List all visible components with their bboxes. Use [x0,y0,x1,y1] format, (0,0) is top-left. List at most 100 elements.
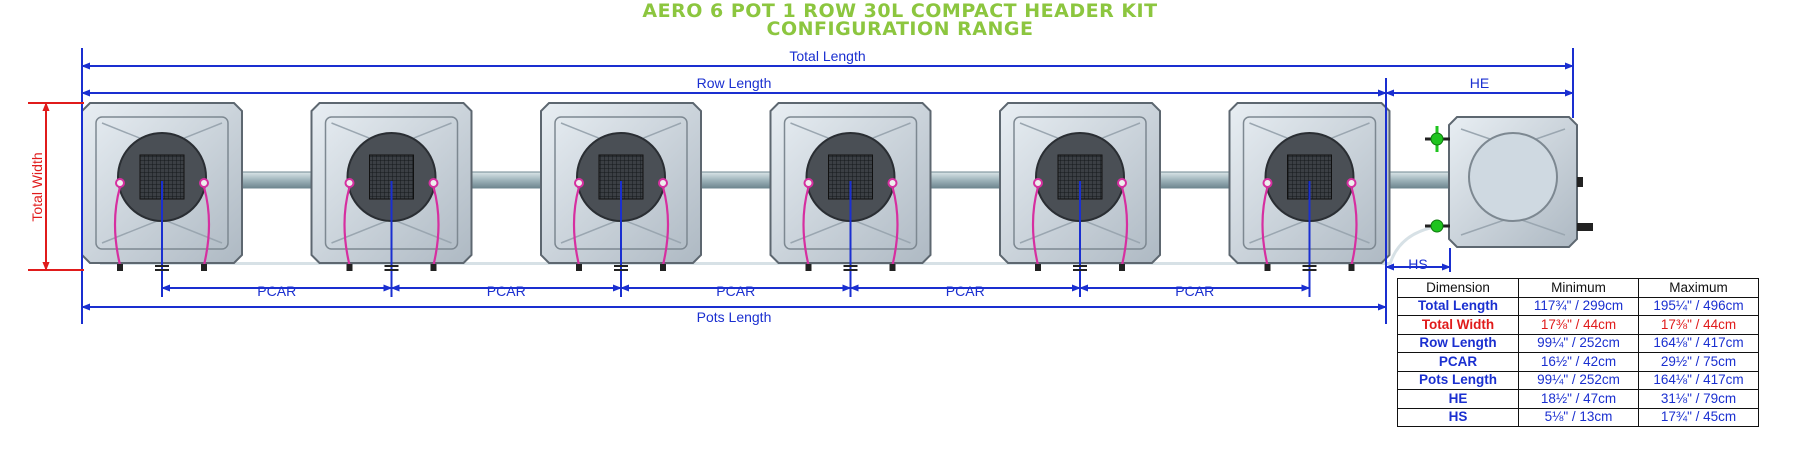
drip-ring-left [344,178,355,188]
drain-valve-icon [1430,219,1444,233]
pot [81,102,243,297]
drip-ring-left [574,178,584,188]
drip-line-right [1350,186,1358,266]
return-line [100,262,1390,265]
drip-stake-right [430,264,437,271]
pot-spacing-label: PCAR [257,283,297,299]
pot [769,102,932,297]
pot-spacing-label: PCAR [716,283,756,299]
drip-ring-right [428,178,439,188]
header-tank [1425,116,1593,248]
table-cell-minimum: 18½" / 47cm [1518,389,1639,409]
drip-ring-right [1346,178,1357,188]
table-cell-maximum: 29½" / 75cm [1638,352,1759,372]
drip-stake-left [805,264,812,271]
drip-ring-right [1117,178,1127,188]
drip-line-left [113,186,122,266]
table-cell-dimension: HS [1397,407,1519,427]
drip-ring-left [803,178,814,188]
table-cell-maximum: 17⅜" / 44cm [1638,315,1759,335]
drip-stake-right [1119,264,1125,271]
table-header-dimension: Dimension [1397,278,1519,298]
table-header-row: Dimension Minimum Maximum [1397,278,1759,298]
table-cell-maximum: 164⅛" / 417cm [1638,370,1759,390]
drip-stake-right [889,264,896,271]
pot-spacing-label: PCAR [486,283,526,299]
drip-line-left [343,186,351,266]
dimension-lines [28,48,1574,324]
table-cell-minimum: 117¾" / 299cm [1518,296,1639,316]
pot-spacing-label: PCAR [945,283,985,299]
drip-line-right [1120,186,1129,266]
table-cell-maximum: 31⅛" / 79cm [1638,389,1759,409]
header-spacing-label: HS [1408,256,1428,272]
diagram-title-line-1: AERO 6 POT 1 ROW 30L COMPACT HEADER KIT [642,0,1158,22]
table-cell-dimension: Row Length [1397,333,1519,353]
drip-ring-right [887,178,898,188]
table-cell-dimension: Total Width [1397,315,1519,335]
table-cell-maximum: 164⅛" / 417cm [1638,333,1759,353]
table-header-minimum: Minimum [1518,278,1639,298]
drip-stake-left [576,264,582,271]
table-cell-minimum: 5⅛" / 13cm [1518,407,1639,427]
drip-stake-right [201,264,207,271]
table-cell-dimension: HE [1397,389,1519,409]
pot [1228,102,1391,297]
header-lid [1468,132,1558,222]
drip-line-left [572,186,581,266]
table-cell-dimension: Total Length [1397,296,1519,316]
drip-stake-right [660,264,666,271]
drip-ring-right [199,178,209,188]
pot [540,102,702,297]
drip-ring-right [658,178,668,188]
drip-line-right [202,186,211,266]
total-width-label: Total Width [29,152,45,222]
table-cell-minimum: 99¼" / 252cm [1518,333,1639,353]
table-cell-dimension: PCAR [1397,352,1519,372]
table-header-maximum: Maximum [1638,278,1759,298]
valve-icon [1430,132,1444,146]
header-outlet [1577,223,1593,231]
drip-line-right [661,186,670,266]
table-cell-maximum: 195¼" / 496cm [1638,296,1759,316]
table-cell-minimum: 99¼" / 252cm [1518,370,1639,390]
row-length-label: Row Length [696,75,772,91]
drip-stake-left [117,264,123,271]
drip-line-left [1031,186,1040,266]
drip-stake-left [1264,264,1271,271]
pot [310,102,473,297]
diagram-title-line-2: CONFIGURATION RANGE [766,18,1034,40]
drip-stake-left [1035,264,1041,271]
drip-ring-left [1033,178,1043,188]
table-cell-minimum: 16½" / 42cm [1518,352,1639,372]
drip-stake-right [1348,264,1355,271]
pot [999,102,1161,297]
table-cell-maximum: 17¾" / 45cm [1638,407,1759,427]
drip-line-right [891,186,899,266]
drip-line-left [1261,186,1269,266]
header-length-label: HE [1469,75,1490,91]
drip-line-right [432,186,440,266]
drip-line-left [802,186,810,266]
pot-row [81,102,1391,297]
drip-stake-left [346,264,353,271]
drip-ring-left [115,178,125,188]
drip-ring-left [1262,178,1273,188]
pot-spacing-label: PCAR [1175,283,1215,299]
pots-length-label: Pots Length [696,309,772,325]
header-fitting [1577,177,1583,187]
table-cell-dimension: Pots Length [1397,370,1519,390]
total-length-label: Total Length [789,48,866,64]
table-cell-minimum: 17⅜" / 44cm [1518,315,1639,335]
